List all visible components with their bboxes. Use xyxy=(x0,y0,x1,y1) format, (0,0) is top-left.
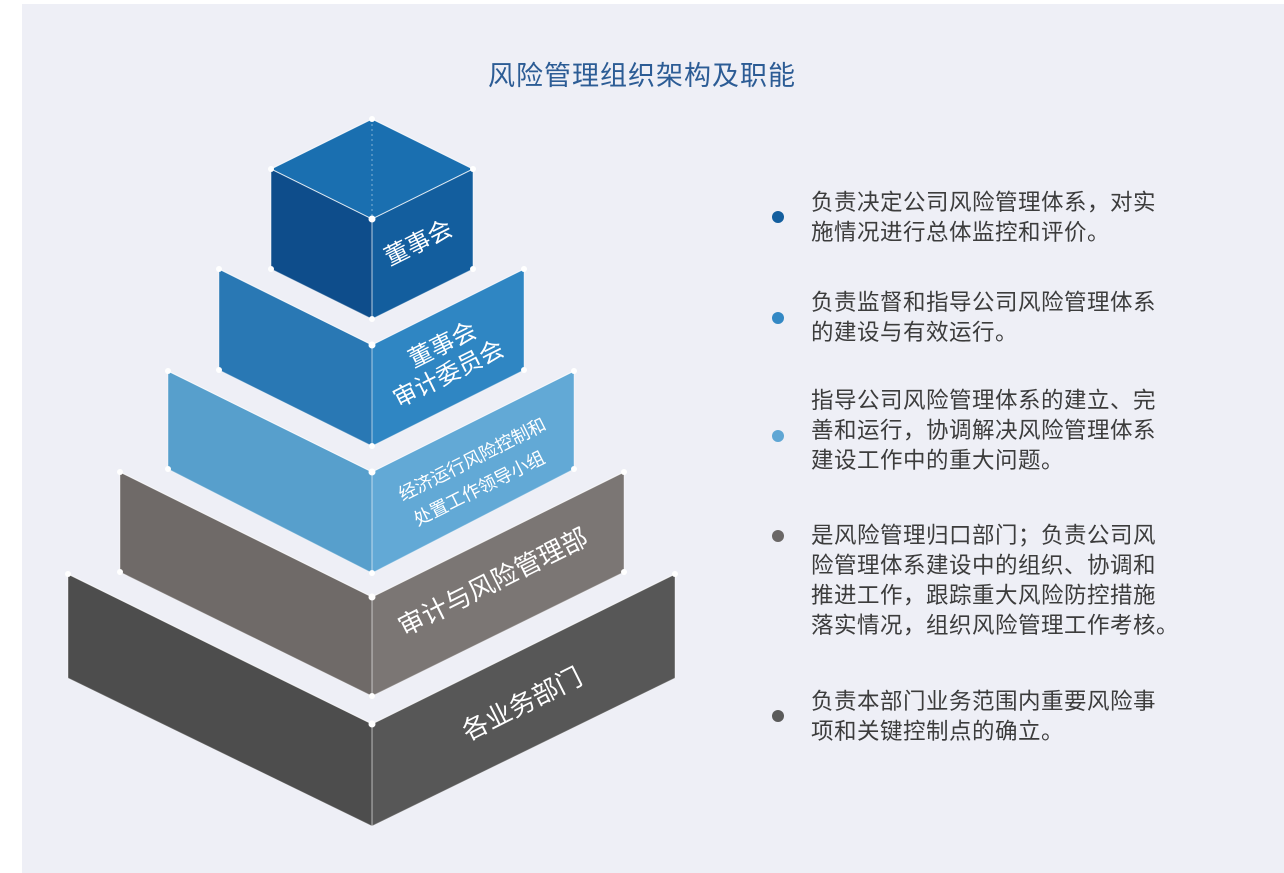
level-3-description: 是风险管理归口部门；负责公司风 险管理体系建设中的组织、协调和 推进工作，跟踪重… xyxy=(811,523,1180,639)
level-2-description: 指导公司风险管理体系的建立、完 善和运行，协调解决风险管理体系 建设工作中的重大… xyxy=(811,388,1157,474)
connector-level-0 xyxy=(476,211,784,223)
level-block-leading-group xyxy=(165,368,577,576)
level-3-front-face xyxy=(372,472,624,696)
level-1-description: 负责监督和指导公司风险管理体系 的建设与有效运行。 xyxy=(811,290,1157,346)
connector-level-4 xyxy=(590,710,784,722)
level-2-front-face xyxy=(372,371,574,573)
level-block-business-departments xyxy=(65,571,678,827)
level-block-audit-committee xyxy=(216,266,527,449)
level-4-side-face xyxy=(68,574,372,826)
connector-level-3 xyxy=(626,530,784,542)
connector-level-1 xyxy=(526,312,784,324)
level-4-front-face xyxy=(372,574,675,826)
level-3-side-face xyxy=(120,472,372,696)
level-4-description: 负责本部门业务范围内重要风险事 项和关键控制点的确立。 xyxy=(811,689,1157,745)
level-1-side-face xyxy=(219,269,372,446)
connector-level-2 xyxy=(576,430,784,442)
diagram-title: 风险管理组织架构及职能 xyxy=(488,61,796,92)
level-0-description: 负责决定公司风险管理体系，对实 施情况进行总体监控和评价。 xyxy=(811,190,1157,246)
level-2-side-face xyxy=(168,371,372,573)
level-1-front-face xyxy=(372,269,524,446)
level-block-board xyxy=(268,116,476,322)
level-block-audit-risk-dept xyxy=(117,469,627,699)
